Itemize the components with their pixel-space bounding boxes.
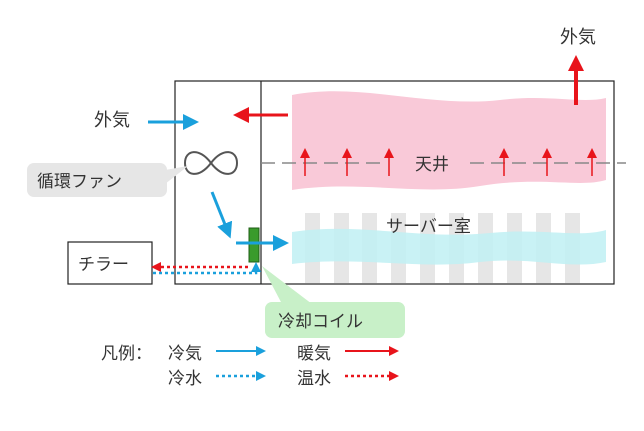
legend-cold-water: 冷水 — [168, 369, 202, 389]
legend-prefix: 凡例： — [101, 344, 152, 364]
ceiling-label: 天井 — [415, 155, 449, 175]
cold-air-zone — [292, 228, 606, 265]
legend-cold-air: 冷気 — [168, 344, 202, 364]
legend-warm-air: 暖気 — [297, 344, 331, 364]
coil-callout-pointer — [262, 266, 312, 304]
legend: 凡例： 冷気 暖気 冷水 温水 — [101, 344, 399, 389]
cold-water-pipe — [153, 262, 261, 275]
outside-air-left-label: 外気 — [94, 110, 130, 131]
server-room-label: サーバー室 — [386, 217, 471, 237]
building-outline — [174, 80, 615, 285]
warm-air-zone — [292, 91, 606, 190]
rising-warm-air-arrows — [300, 148, 597, 176]
outside-air-top-label: 外気 — [560, 27, 596, 48]
chiller-label: チラー — [78, 255, 129, 275]
infinity-fan-icon — [183, 151, 239, 175]
fan-label: 循環ファン — [37, 172, 122, 192]
fan-callout-box — [27, 163, 167, 197]
fan-callout-pointer — [165, 166, 188, 184]
coil-callout-box — [265, 302, 405, 338]
fan-to-coil-arrow — [210, 191, 233, 239]
legend-hot-water: 温水 — [297, 369, 331, 389]
coil-label: 冷却コイル — [278, 312, 363, 332]
cooling-coil — [248, 227, 260, 263]
